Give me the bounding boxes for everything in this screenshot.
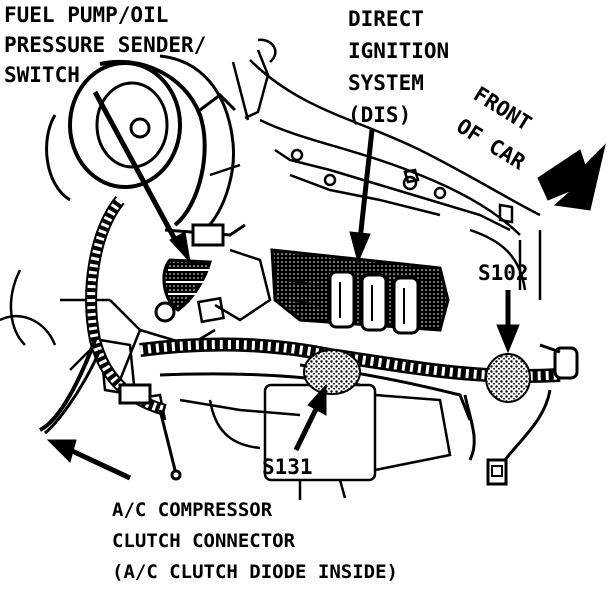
- label-dis-1: DIRECT: [348, 7, 424, 31]
- callout-arrows: [46, 90, 606, 481]
- engine-block: [0, 38, 542, 500]
- arrow-s131: [293, 403, 321, 452]
- arrow-front-of-car: [537, 143, 606, 211]
- splice-s102: [485, 353, 531, 403]
- label-s102: S102: [478, 261, 529, 285]
- label-ac-1: A/C COMPRESSOR: [112, 499, 273, 521]
- arrow-dis: [357, 129, 375, 241]
- label-fuel-pump-3: SWITCH: [4, 63, 80, 87]
- label-ac-2: CLUTCH CONNECTOR: [112, 530, 296, 552]
- splice-s131: [303, 349, 361, 395]
- arrow-compressor-left: [68, 447, 132, 481]
- ac-clutch-connector: [118, 383, 182, 481]
- dis-module: [270, 248, 450, 335]
- label-ac-3: (A/C CLUTCH DIODE INSIDE): [112, 561, 398, 583]
- label-fuel-pump-2: PRESSURE SENDER/: [4, 33, 206, 57]
- label-dis-2: IGNITION: [348, 39, 449, 63]
- fuel-pump-oil-sender: [154, 258, 212, 323]
- label-dis-4: (DIS): [348, 103, 411, 127]
- label-dis-3: SYSTEM: [348, 71, 424, 95]
- label-s131: S131: [262, 455, 313, 479]
- arrow-fuel-pump: [92, 90, 181, 247]
- label-fuel-pump-1: FUEL PUMP/OIL: [4, 3, 168, 27]
